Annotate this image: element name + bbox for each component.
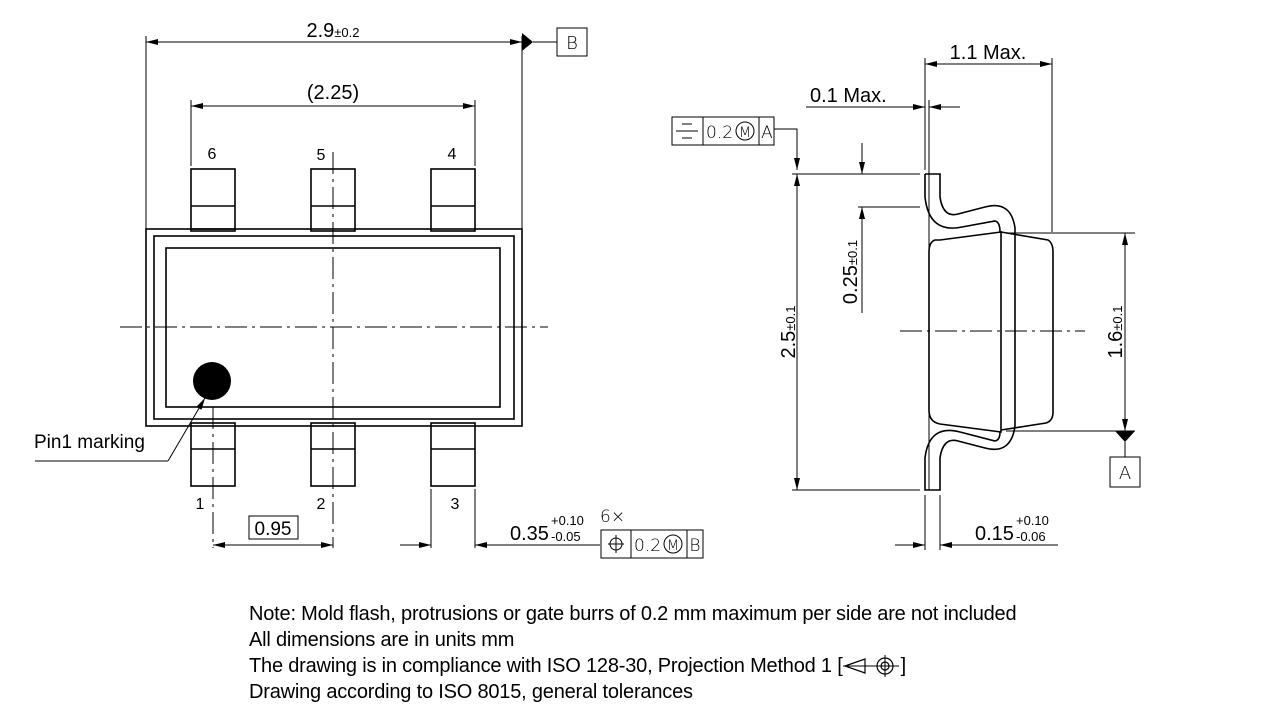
svg-text:-0.06: -0.06	[1016, 529, 1046, 544]
dim-lead-span: (2.25)	[307, 82, 359, 104]
svg-text:0.2: 0.2	[634, 536, 661, 556]
basic-dim-box	[248, 515, 299, 540]
dim-max-height: 1.1 Max.	[950, 42, 1027, 64]
datum-b-box	[556, 27, 588, 57]
position-symbol-icon	[608, 535, 624, 553]
svg-text:+0.10: +0.10	[551, 513, 584, 528]
datum-a-triangle-icon	[1115, 431, 1135, 442]
pin-4-label: 4	[448, 146, 457, 163]
dim-lead-thickness: 0.15	[975, 523, 1014, 545]
pin-6-label: 6	[208, 146, 217, 163]
top-view: 2.9±0.2 B (2.25) 6 5 4	[34, 20, 704, 559]
pin-2-label: 2	[317, 496, 326, 513]
dim-pitch: 0.95	[255, 519, 292, 540]
note-line-4: Drawing according to ISO 8015, general t…	[249, 681, 693, 703]
svg-text:+0.10: +0.10	[1016, 513, 1049, 528]
fcf-count: 6×	[600, 507, 625, 527]
note-line-3: The drawing is in compliance with ISO 12…	[249, 655, 906, 677]
svg-text:A: A	[761, 123, 773, 143]
mmc-modifier-icon	[735, 121, 755, 141]
fcf-position: 0.2 M B	[600, 529, 704, 559]
symmetry-symbol-icon	[676, 123, 698, 139]
svg-text:M: M	[739, 125, 751, 141]
pin1-marking-label: Pin1 marking	[34, 432, 145, 453]
drawing-notes: Note: Mold flash, protrusions or gate bu…	[249, 601, 1017, 705]
datum-a-label: A	[1119, 463, 1131, 484]
pin1-marking-dot	[193, 362, 231, 400]
dim-overall-width: 2.9±0.2	[306, 20, 359, 42]
projection-method-icon	[842, 655, 899, 677]
svg-text:B: B	[689, 536, 700, 556]
pin-1-label: 1	[196, 496, 205, 513]
side-view: 1.1 Max. 0.1 Max. 0.2 M A 2.5±0	[671, 42, 1141, 550]
datum-a-box	[1109, 456, 1141, 488]
dim-lead-width: 0.35	[510, 523, 549, 545]
svg-text:-0.05: -0.05	[551, 529, 581, 544]
side-body-left	[928, 231, 1002, 433]
dim-overall-length: 2.5±0.1	[778, 305, 800, 358]
datum-b-label: B	[566, 33, 578, 54]
note-line-1: Note: Mold flash, protrusions or gate bu…	[249, 603, 1017, 625]
fcf-symmetry: 0.2 M A	[671, 116, 775, 146]
pin-3-label: 3	[451, 496, 460, 513]
svg-text:M: M	[667, 538, 679, 554]
dim-standoff: 0.1 Max.	[810, 85, 887, 107]
svg-text:0.2: 0.2	[706, 123, 733, 143]
datum-b-triangle-icon	[522, 33, 533, 51]
pin-5-label: 5	[317, 147, 326, 164]
dim-lead-length: 0.25±0.1	[840, 240, 862, 304]
dim-body-width: 1.6±0.1	[1105, 305, 1127, 358]
note-line-2: All dimensions are in units mm	[249, 629, 515, 651]
mmc-modifier-icon	[663, 534, 683, 554]
